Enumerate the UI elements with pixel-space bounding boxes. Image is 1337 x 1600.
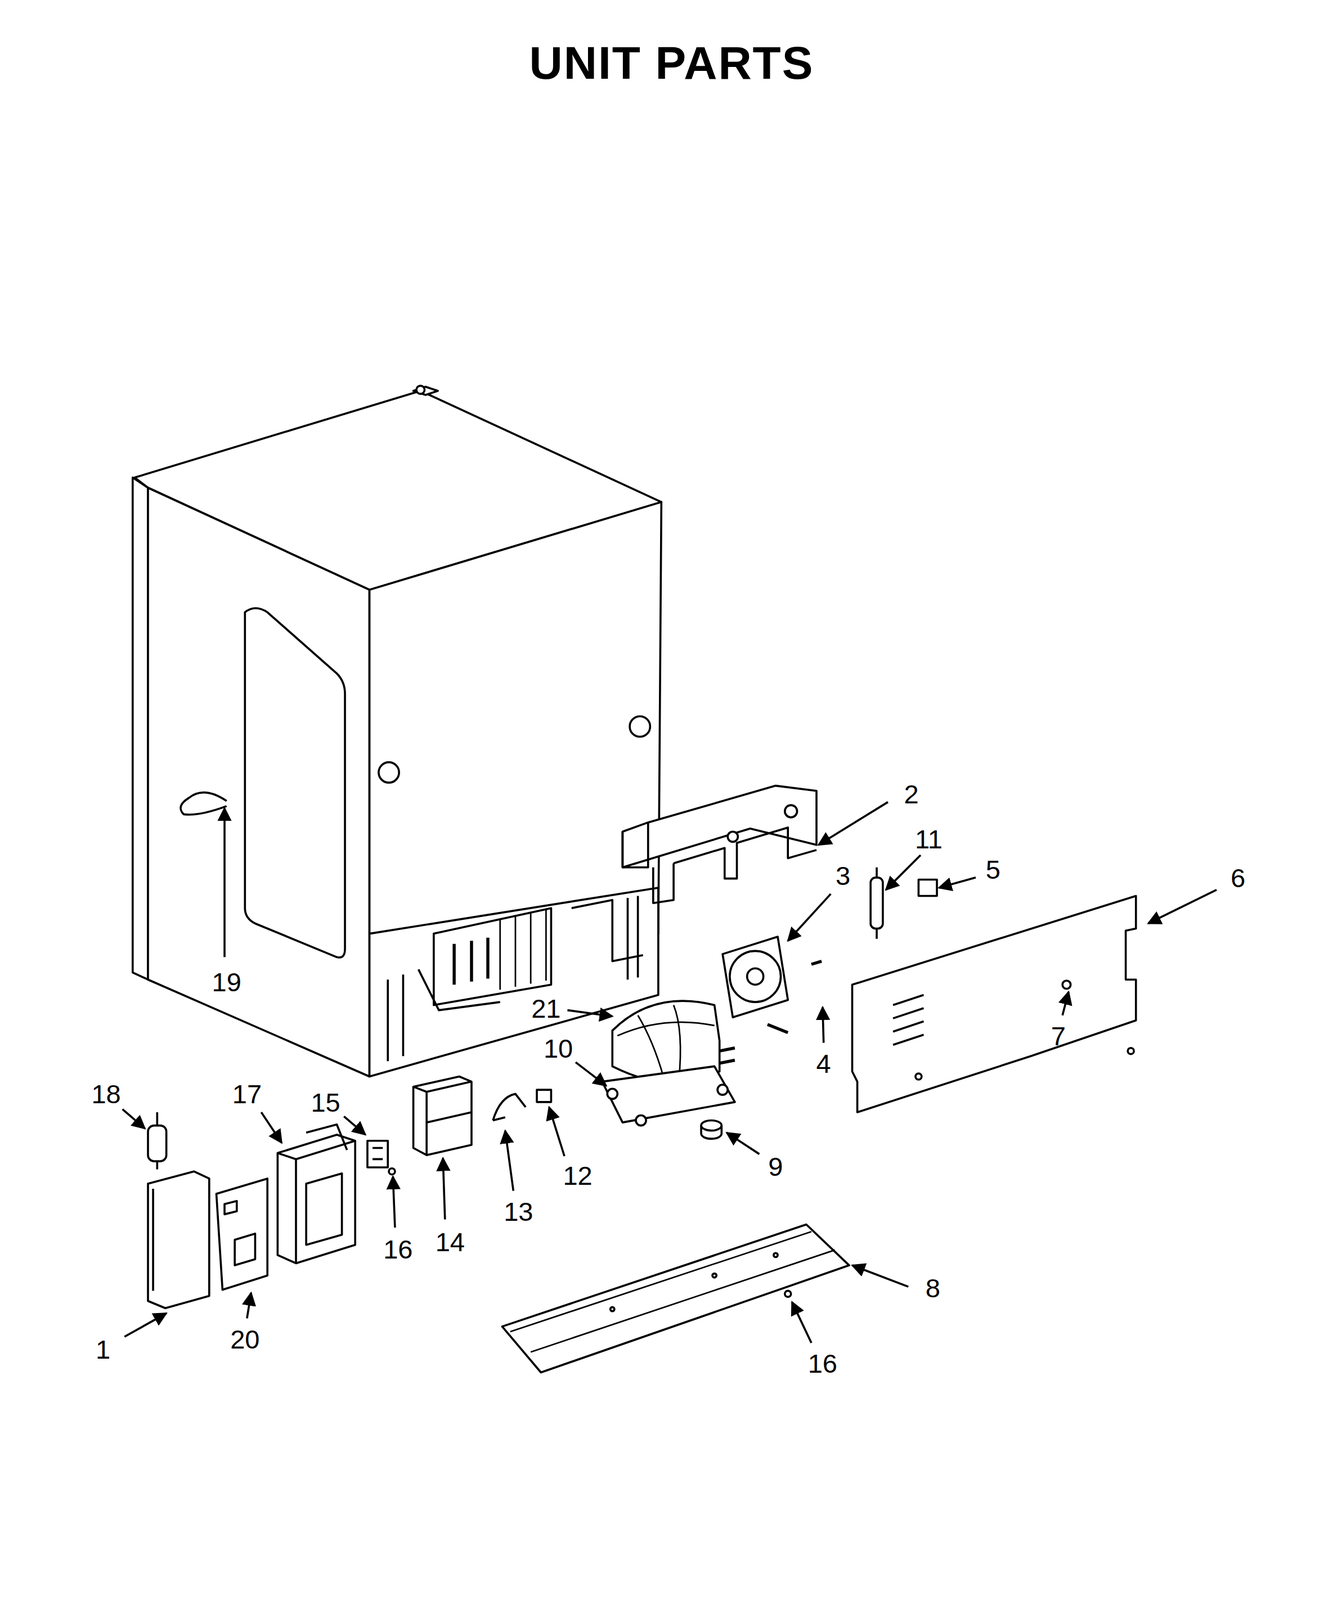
callout-number: 3 [835,862,851,890]
callout-number: 20 [230,1325,260,1353]
callout-number: 4 [816,1050,832,1077]
callout-number: 1 [95,1335,111,1363]
callout-number: 8 [925,1274,941,1301]
callout-number: 14 [435,1228,465,1256]
callout-number: 12 [562,1162,592,1190]
callout-number: 16 [383,1236,413,1263]
callout-number: 15 [310,1088,340,1116]
callout-number: 21 [531,994,561,1022]
callout-number: 9 [768,1153,783,1181]
callout-number: 5 [985,856,1001,883]
callout-number: 18 [91,1080,121,1108]
callout-number: 17 [232,1080,262,1108]
callout-number: 13 [503,1198,533,1225]
callout-number: 7 [1051,1022,1066,1049]
callout-number: 10 [543,1034,573,1062]
callout-number: 2 [904,781,919,808]
callout-number: 16 [808,1350,838,1377]
page-title: UNIT PARTS [528,39,814,87]
callout-number: 19 [212,968,242,995]
callout-number: 6 [1230,864,1246,891]
callout-number: 11 [914,825,943,852]
